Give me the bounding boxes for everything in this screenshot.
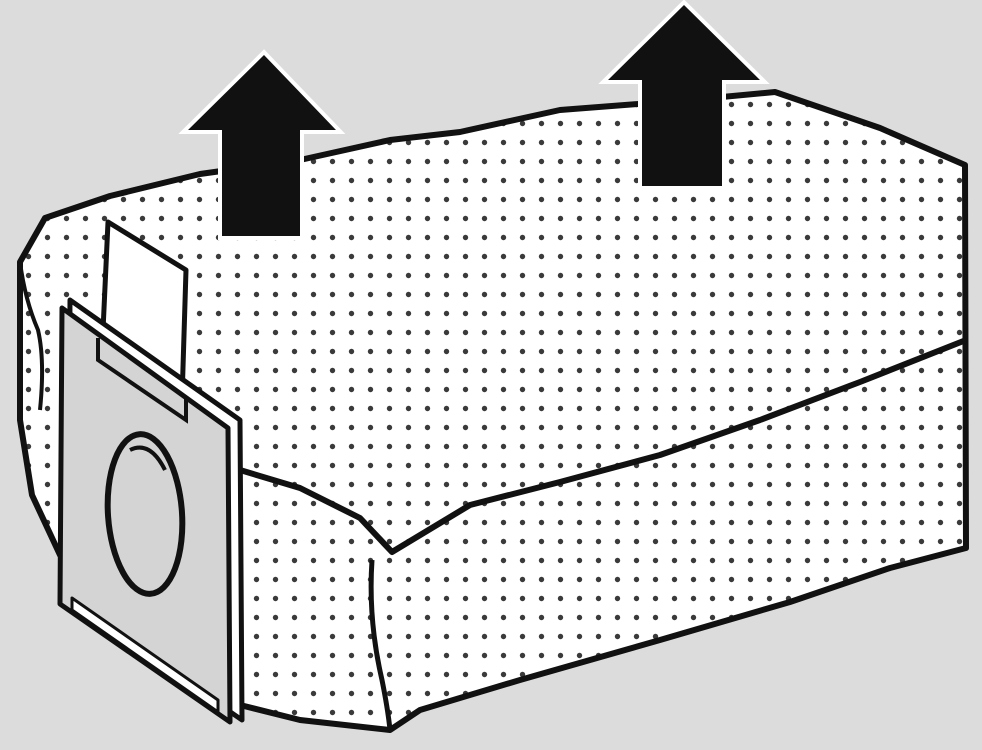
- bag-collar-plate: [57, 297, 245, 725]
- up-arrow-icon: [178, 49, 346, 240]
- dust-bag: [17, 89, 969, 733]
- collar-notch: [96, 338, 188, 424]
- inlet-inner-ring: [129, 445, 167, 471]
- collar-bottom-strip: [70, 596, 220, 714]
- bag-corner-crease: [368, 559, 393, 731]
- bag-fold-line: [239, 337, 968, 555]
- up-arrow-icon: [598, 0, 770, 190]
- bag-inlet-opening: [104, 431, 186, 597]
- bag-side-crease: [18, 261, 45, 411]
